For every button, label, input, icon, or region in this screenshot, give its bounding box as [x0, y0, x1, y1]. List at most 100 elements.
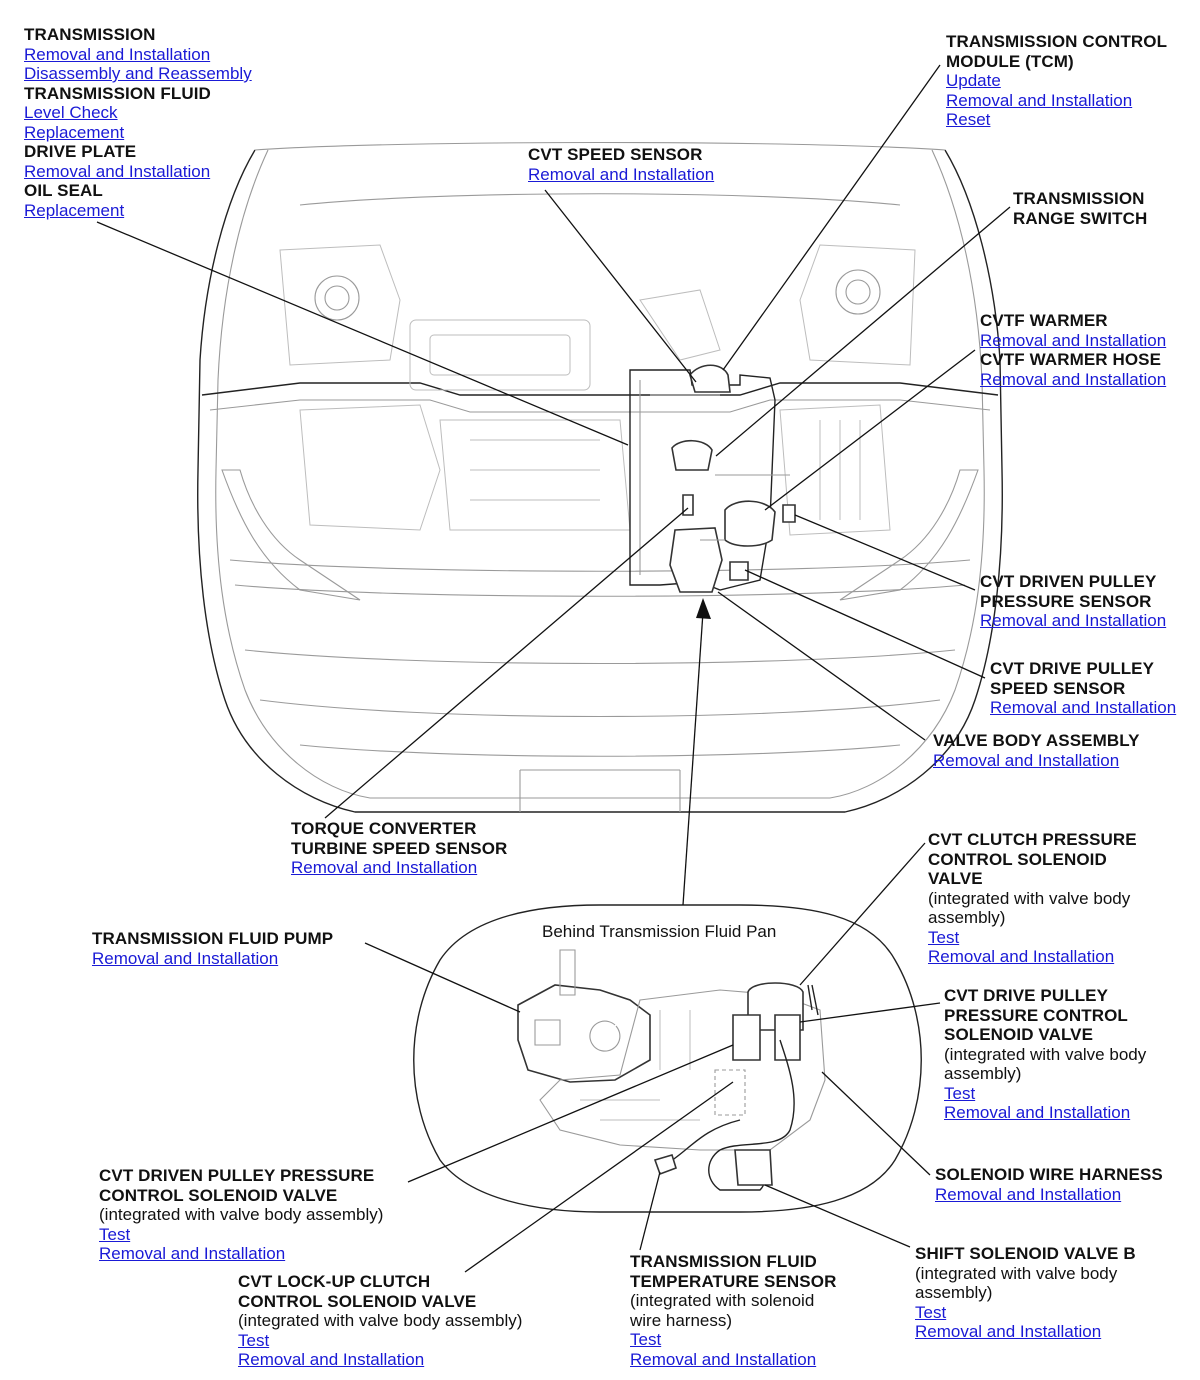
clutch-pressure-solenoid-note-line1: (integrated with valve body: [928, 888, 1131, 908]
clutch-pressure-solenoid-title-line1: CVT CLUTCH PRESSURE: [928, 830, 1137, 849]
driven-pulley-pressure-solenoid-test-link[interactable]: Test: [99, 1224, 131, 1244]
leader-fluid-pump: [364, 942, 521, 1013]
tcm-title-line2: MODULE (TCM): [946, 51, 1074, 71]
tcm-title-line1: TRANSMISSION CONTROL: [946, 32, 1168, 51]
leader-driven-pulley-pressure-solenoid: [407, 1044, 734, 1183]
drive-pulley-speed-sensor-removal-link[interactable]: Removal and Installation: [990, 698, 1177, 717]
tcm-update-link[interactable]: Update: [946, 71, 1001, 90]
drive-pulley-speed-sensor-title-line1: CVT DRIVE PULLEY: [990, 659, 1155, 678]
drive-pulley-pressure-solenoid-title-line1: CVT DRIVE PULLEY: [944, 986, 1109, 1005]
callout-cvt-speed-sensor: CVT SPEED SENSOR Removal and Installatio…: [528, 145, 714, 184]
lockup-solenoid-note-line1: (integrated with valve body assembly): [238, 1311, 523, 1330]
drive-plate-removal-link[interactable]: Removal and Installation: [24, 161, 211, 181]
leader-fluid-temp-sensor: [639, 1171, 661, 1251]
cvtf-warmer-title: CVTF WARMER: [980, 311, 1108, 330]
clutch-pressure-solenoid-test-link[interactable]: Test: [928, 927, 960, 947]
leader-driven-pulley-pressure-sensor: [794, 514, 976, 591]
driven-pulley-pressure-sensor-title-line1: CVT DRIVEN PULLEY: [980, 572, 1157, 591]
lockup-solenoid-removal-link[interactable]: Removal and Installation: [238, 1350, 425, 1369]
transmission-title: TRANSMISSION: [24, 25, 156, 44]
transmission-disassembly-link[interactable]: Disassembly and Reassembly: [24, 64, 252, 83]
driven-pulley-pressure-solenoid-note-line1: (integrated with valve body assembly): [99, 1205, 384, 1224]
fluid-temp-sensor-note-line2: wire harness): [630, 1310, 733, 1330]
leader-drive-pulley-pressure-solenoid: [799, 1002, 941, 1023]
fluid-replacement-link[interactable]: Replacement: [24, 122, 125, 142]
fluid-temp-sensor-title-line2: TEMPERATURE SENSOR: [630, 1271, 837, 1291]
driven-pulley-pressure-solenoid-title-line2: CONTROL SOLENOID VALVE: [99, 1185, 338, 1205]
shift-solenoid-b-test-link[interactable]: Test: [915, 1302, 947, 1322]
oil-seal-replacement-link[interactable]: Replacement: [24, 200, 125, 220]
callout-fluid-temp-sensor: TRANSMISSION FLUID TEMPERATURE SENSOR (i…: [630, 1252, 836, 1369]
fluid-temp-sensor-test-link[interactable]: Test: [630, 1330, 662, 1349]
solenoid-wire-harness-removal-link[interactable]: Removal and Installation: [935, 1184, 1122, 1204]
solenoid-wire-harness-title: SOLENOID WIRE HARNESS: [935, 1165, 1163, 1184]
car-body-outline: [197, 141, 1003, 813]
turbine-speed-sensor-removal-link[interactable]: Removal and Installation: [291, 858, 478, 877]
transmission-assembly: [629, 364, 796, 593]
cvtf-warmer-hose-removal-link[interactable]: Removal and Installation: [980, 369, 1167, 389]
transmission-fluid-title: TRANSMISSION FLUID: [24, 83, 211, 103]
drive-pulley-pressure-solenoid-title-line3: SOLENOID VALVE: [944, 1025, 1094, 1044]
turbine-speed-sensor-title-line2: TURBINE SPEED SENSOR: [291, 838, 508, 858]
valve-body-title: VALVE BODY ASSEMBLY: [933, 731, 1140, 750]
fluid-pump-removal-link[interactable]: Removal and Installation: [92, 948, 279, 968]
leader-lines: [96, 64, 1011, 1273]
drive-pulley-pressure-solenoid-test-link[interactable]: Test: [944, 1083, 976, 1103]
turbine-speed-sensor-title-line1: TORQUE CONVERTER: [291, 819, 477, 838]
clutch-pressure-solenoid-title-line2: CONTROL SOLENOID: [928, 849, 1107, 869]
callout-driven-pulley-pressure-sensor: CVT DRIVEN PULLEY PRESSURE SENSOR Remova…: [980, 572, 1166, 631]
leader-turbine-speed-sensor: [324, 507, 689, 819]
callout-valve-body: VALVE BODY ASSEMBLY Removal and Installa…: [933, 731, 1140, 770]
lockup-solenoid-test-link[interactable]: Test: [238, 1330, 270, 1350]
driven-pulley-pressure-sensor-removal-link[interactable]: Removal and Installation: [980, 611, 1167, 630]
callout-turbine-speed-sensor: TORQUE CONVERTER TURBINE SPEED SENSOR Re…: [291, 819, 507, 878]
cvt-speed-sensor-title: CVT SPEED SENSOR: [528, 145, 703, 164]
callout-tcm: TRANSMISSION CONTROL MODULE (TCM) Update…: [946, 32, 1167, 130]
shift-solenoid-b-removal-link[interactable]: Removal and Installation: [915, 1322, 1102, 1341]
driven-pulley-pressure-solenoid-removal-link[interactable]: Removal and Installation: [99, 1244, 286, 1263]
callout-drive-pulley-pressure-solenoid: CVT DRIVE PULLEY PRESSURE CONTROL SOLENO…: [944, 986, 1146, 1123]
fluid-temp-sensor-title-line1: TRANSMISSION FLUID: [630, 1252, 817, 1271]
oil-seal-title: OIL SEAL: [24, 181, 103, 200]
callout-transmission-group: TRANSMISSION Removal and Installation Di…: [24, 25, 252, 220]
shift-solenoid-b-note-line2: assembly): [915, 1283, 993, 1302]
inset-arrowhead: [696, 598, 711, 619]
callout-fluid-pump: TRANSMISSION FLUID PUMP Removal and Inst…: [92, 929, 333, 968]
clutch-pressure-solenoid-removal-link[interactable]: Removal and Installation: [928, 947, 1115, 966]
fluid-level-check-link[interactable]: Level Check: [24, 103, 118, 122]
callout-range-switch: TRANSMISSION RANGE SWITCH: [1013, 189, 1147, 228]
fluid-temp-sensor-removal-link[interactable]: Removal and Installation: [630, 1349, 817, 1369]
leader-drive-pulley-speed-sensor: [744, 569, 986, 679]
leader-cvt-speed-sensor: [544, 189, 697, 383]
clutch-pressure-solenoid-note-line2: assembly): [928, 908, 1006, 927]
range-switch-title-line1: TRANSMISSION: [1013, 189, 1145, 208]
tcm-removal-link[interactable]: Removal and Installation: [946, 90, 1133, 110]
leader-inset-arrow: [682, 611, 704, 906]
fluid-pump-title: TRANSMISSION FLUID PUMP: [92, 929, 334, 948]
drive-pulley-pressure-solenoid-note-line2: assembly): [944, 1064, 1022, 1083]
fluid-temp-sensor-note-line1: (integrated with solenoid: [630, 1291, 815, 1310]
leader-range-switch: [715, 206, 1011, 457]
cvt-speed-sensor-removal-link[interactable]: Removal and Installation: [528, 164, 715, 184]
drive-plate-title: DRIVE PLATE: [24, 142, 137, 161]
inset-caption: Behind Transmission Fluid Pan: [542, 922, 777, 941]
shift-solenoid-b-note-line1: (integrated with valve body: [915, 1263, 1118, 1283]
callout-cvtf-warmer: CVTF WARMER Removal and Installation CVT…: [980, 311, 1166, 389]
callout-lockup-solenoid: CVT LOCK-UP CLUTCH CONTROL SOLENOID VALV…: [238, 1272, 522, 1370]
driven-pulley-pressure-sensor-title-line2: PRESSURE SENSOR: [980, 591, 1152, 611]
tcm-reset-link[interactable]: Reset: [946, 110, 991, 129]
callout-drive-pulley-speed-sensor: CVT DRIVE PULLEY SPEED SENSOR Removal an…: [990, 659, 1176, 718]
valve-body-removal-link[interactable]: Removal and Installation: [933, 750, 1120, 770]
callout-driven-pulley-pressure-solenoid: CVT DRIVEN PULLEY PRESSURE CONTROL SOLEN…: [99, 1166, 383, 1264]
drive-pulley-pressure-solenoid-removal-link[interactable]: Removal and Installation: [944, 1103, 1131, 1122]
lockup-solenoid-title-line1: CVT LOCK-UP CLUTCH: [238, 1272, 431, 1291]
callout-clutch-pressure-solenoid: CVT CLUTCH PRESSURE CONTROL SOLENOID VAL…: [928, 830, 1137, 967]
transmission-removal-link[interactable]: Removal and Installation: [24, 44, 211, 64]
cvtf-warmer-removal-link[interactable]: Removal and Installation: [980, 330, 1167, 350]
drive-pulley-pressure-solenoid-note-line1: (integrated with valve body: [944, 1044, 1147, 1064]
clutch-pressure-solenoid-title-line3: VALVE: [928, 869, 983, 888]
engine-bay-components: [279, 244, 916, 536]
cvtf-warmer-hose-title: CVTF WARMER HOSE: [980, 350, 1162, 369]
lockup-solenoid-title-line2: CONTROL SOLENOID VALVE: [238, 1291, 477, 1311]
